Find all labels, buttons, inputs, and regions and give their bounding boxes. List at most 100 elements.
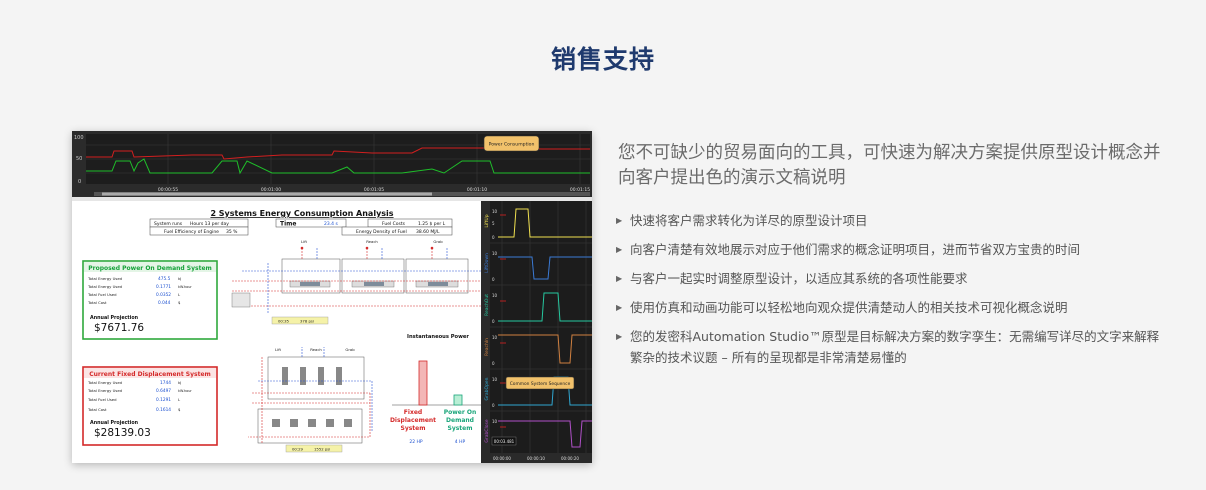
- hydraulic-circuit-upper: Lift Reach Grab 00:35 378 psi: [231, 239, 493, 325]
- bar-fixed-displacement: [418, 360, 428, 406]
- bar2-label: Power On: [444, 409, 477, 416]
- sequence-time: 00:00:20: [561, 456, 579, 461]
- triangle-bullet-icon: ▶: [616, 245, 623, 254]
- bar-power-on-demand: [453, 394, 463, 406]
- triangle-bullet-icon: ▶: [616, 332, 623, 341]
- current-row-value: 0.6497: [156, 388, 171, 394]
- current-row-value: 0.1291: [156, 397, 171, 403]
- proposed-row-label: Total Energy Used: [87, 284, 123, 289]
- current-annual-value: $28139.03: [94, 427, 151, 439]
- proposed-system-panel: Proposed Power On Demand System Total En…: [82, 260, 218, 340]
- signal-reach-in: [498, 334, 592, 364]
- readout-bottom-time: 00:29: [292, 447, 304, 452]
- top-chart-time: 00:00:55: [158, 187, 178, 193]
- top-chart-scroll-thumb[interactable]: [102, 192, 432, 196]
- channel-ytick: 10: [492, 251, 498, 256]
- proposed-annual-value: $7671.76: [94, 322, 144, 334]
- fuel-costs-label: Fuel Costs: [382, 221, 406, 227]
- triangle-bullet-icon: ▶: [616, 216, 623, 225]
- circuit-label-reach: Reach: [366, 239, 378, 244]
- top-chart-time: 00:01:05: [364, 187, 384, 193]
- energy-density-label: Energy Density of Fuel: [356, 229, 407, 235]
- power-consumption-label: Power Consumption: [489, 142, 535, 148]
- current-row-label: Total Cost: [87, 407, 107, 412]
- bar2-label: Demand: [446, 417, 474, 424]
- circuit-label-grab: Grab: [433, 239, 443, 244]
- signal-lift-up: [498, 208, 592, 238]
- current-row-label: Total Energy Used: [87, 380, 123, 385]
- fuel-costs-value: 1.25 $ per L: [418, 221, 446, 227]
- circuit-label-lift: Lift: [301, 239, 307, 244]
- readout-top-pressure: 378 psi: [300, 319, 314, 324]
- top-chart-red-line: [86, 147, 590, 160]
- channel-ytick: 10: [492, 419, 498, 424]
- readout-bottom-pressure: 1552 psi: [314, 447, 330, 452]
- proposed-row-label: Total Energy Used: [87, 276, 123, 281]
- bar1-label: System: [401, 425, 426, 432]
- system-runs-label: System runs: [154, 221, 183, 227]
- params-table: [149, 218, 453, 236]
- channel-ytick: 0: [492, 235, 495, 240]
- current-row-value: 1744: [160, 380, 171, 386]
- channel-label: LiftUp: [484, 214, 490, 227]
- channel-ytick: 0: [492, 361, 495, 366]
- current-row-value: 0.1614: [156, 407, 171, 413]
- list-item: ▶ 快速将客户需求转化为详尽的原型设计项目: [614, 210, 1164, 231]
- current-row-unit: kW.hour: [178, 389, 192, 393]
- sequence-time: 00:00:10: [527, 456, 545, 461]
- channel-ytick: 10: [492, 293, 498, 298]
- top-chart-ytick: 50: [76, 156, 82, 162]
- list-item: ▶您的发密科Automation Studio™原型是目标解决方案的数字孪生：无…: [614, 326, 1164, 368]
- time-label: Time: [280, 221, 296, 228]
- current-row-unit: $: [178, 407, 181, 412]
- instantaneous-title: Instantaneous Power: [407, 334, 469, 340]
- current-row-unit: L: [178, 397, 181, 402]
- channel-ytick: 10: [492, 209, 498, 214]
- channel-label: ReachOut: [484, 294, 490, 316]
- triangle-bullet-icon: ▶: [616, 303, 623, 312]
- analysis-title: 2 Systems Energy Consumption Analysis: [210, 209, 393, 218]
- channel-ytick: 0: [492, 403, 495, 408]
- current-row-unit: kJ: [178, 380, 181, 385]
- signal-lift-down: [498, 256, 592, 280]
- top-chart-time: 00:01:00: [261, 187, 281, 193]
- channel-ytick: 10: [492, 377, 498, 382]
- list-item: ▶ 使用仿真和动画功能可以轻松地向观众提供清楚动人的相关技术可视化概念说明: [614, 297, 1164, 318]
- proposed-title: Proposed Power On Demand System: [88, 265, 212, 272]
- time-box: [491, 436, 517, 446]
- proposed-row-value: 0.044: [158, 300, 171, 306]
- top-chart-time: 00:01:10: [467, 187, 487, 193]
- hydraulic-circuit-lower: Lift Reach Grab 00:29 1552 psi: [248, 347, 373, 453]
- readout-top: [271, 316, 329, 325]
- list-item-text: 快速将客户需求转化为详尽的原型设计项目: [630, 213, 868, 228]
- instantaneous-power-chart: Instantaneous Power Fixed Displacement S…: [390, 334, 482, 445]
- list-item: ▶向客户清楚有效地展示对应于他们需求的概念证明项目，进而节省双方宝贵的时间: [614, 239, 1164, 260]
- current-system-panel: Current Fixed Displacement System Total …: [82, 366, 218, 446]
- engine-efficiency-label: Fuel Efficiency of Engine: [164, 229, 219, 235]
- top-chart-green-line: [86, 158, 590, 175]
- circuit-label-grab-lower: Grab: [345, 347, 355, 352]
- signal-grab-close: [498, 420, 592, 448]
- energy-density-value: 38.60 MJ/L: [416, 229, 440, 235]
- feature-list: ▶ 快速将客户需求转化为详尽的原型设计项目 ▶向客户清楚有效地展示对应于他们需求的…: [614, 210, 1164, 376]
- list-item-text: 与客户一起实时调整原型设计，以适应其系统的各项性能要求: [630, 271, 968, 286]
- common-sequence-tag: [505, 376, 575, 390]
- proposed-row-label: Total Cost: [87, 300, 107, 305]
- readout-top-time: 00:35: [278, 319, 290, 324]
- proposed-row-unit: kJ: [178, 276, 181, 281]
- current-title: Current Fixed Displacement System: [89, 371, 211, 378]
- circuit-label-lift-lower: Lift: [275, 347, 281, 352]
- proposed-row-label: Total Fuel Used: [87, 292, 117, 297]
- readout-bottom: [285, 444, 343, 453]
- list-item-text: 使用仿真和动画功能可以轻松地向观众提供清楚动人的相关技术可视化概念说明: [630, 300, 1068, 315]
- power-consumption-tag: [483, 135, 540, 152]
- channel-ytick: 5: [492, 221, 495, 226]
- channel-label: LiftDown: [484, 253, 490, 273]
- channel-ytick: 0: [492, 277, 495, 282]
- channel-label: GrabOpen: [484, 377, 490, 400]
- current-row-label: Total Energy Used: [87, 388, 123, 393]
- triangle-bullet-icon: ▶: [616, 274, 623, 283]
- proposed-row-value: 0.1771: [156, 284, 171, 290]
- channel-ytick: 10: [492, 335, 498, 340]
- proposed-row-value: 0.0352: [156, 292, 171, 298]
